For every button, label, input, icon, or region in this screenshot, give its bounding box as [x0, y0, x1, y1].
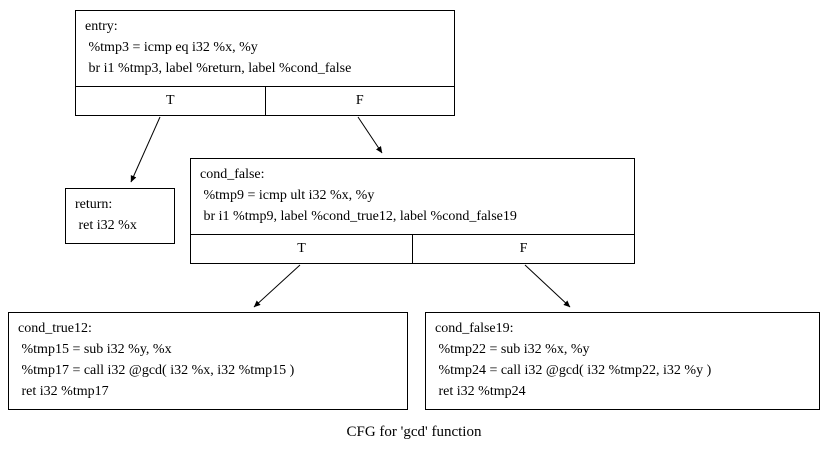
- graph-caption: CFG for 'gcd' function: [346, 424, 482, 440]
- instruction: %tmp3 = icmp eq i32 %x, %y: [85, 40, 258, 55]
- branch-true-cell: T: [191, 235, 413, 263]
- instruction: %tmp9 = icmp ult i32 %x, %y: [200, 188, 375, 203]
- block-label: entry:: [85, 19, 118, 34]
- instruction: ret i32 %tmp24: [435, 384, 526, 399]
- node-cond-true12-body: cond_true12: %tmp15 = sub i32 %y, %x %tm…: [9, 313, 407, 409]
- node-entry: entry: %tmp3 = icmp eq i32 %x, %y br i1 …: [75, 10, 455, 116]
- edge-condfalse-true: [253, 264, 301, 308]
- block-label: cond_true12:: [18, 321, 92, 336]
- node-return: return: ret i32 %x: [65, 188, 175, 244]
- node-cond-false19: cond_false19: %tmp22 = sub i32 %x, %y %t…: [425, 312, 820, 410]
- edge-entry-true: [130, 116, 161, 183]
- branch-false-cell: F: [519, 241, 528, 256]
- block-label: return:: [75, 197, 113, 212]
- instruction: ret i32 %x: [75, 218, 137, 233]
- edge-condfalse-false: [524, 264, 571, 308]
- instruction: %tmp15 = sub i32 %y, %x: [18, 342, 172, 357]
- branch-row: T F: [76, 86, 454, 115]
- node-cond-false-body: cond_false: %tmp9 = icmp ult i32 %x, %y …: [191, 159, 634, 234]
- instruction: %tmp22 = sub i32 %x, %y: [435, 342, 590, 357]
- instruction: %tmp17 = call i32 @gcd( i32 %x, i32 %tmp…: [18, 363, 295, 378]
- node-cond-false: cond_false: %tmp9 = icmp ult i32 %x, %y …: [190, 158, 635, 264]
- node-entry-body: entry: %tmp3 = icmp eq i32 %x, %y br i1 …: [76, 11, 454, 86]
- node-return-body: return: ret i32 %x: [66, 189, 174, 243]
- instruction: br i1 %tmp3, label %return, label %cond_…: [85, 61, 352, 76]
- branch-true-cell: T: [76, 87, 266, 115]
- branch-row: T F: [191, 234, 634, 263]
- instruction: br i1 %tmp9, label %cond_true12, label %…: [200, 209, 517, 224]
- instruction: ret i32 %tmp17: [18, 384, 109, 399]
- block-label: cond_false19:: [435, 321, 514, 336]
- branch-false-cell: F: [355, 93, 364, 108]
- node-cond-false19-body: cond_false19: %tmp22 = sub i32 %x, %y %t…: [426, 313, 819, 409]
- instruction: %tmp24 = call i32 @gcd( i32 %tmp22, i32 …: [435, 363, 712, 378]
- edge-entry-false: [357, 116, 383, 154]
- block-label: cond_false:: [200, 167, 265, 182]
- node-cond-true12: cond_true12: %tmp15 = sub i32 %y, %x %tm…: [8, 312, 408, 410]
